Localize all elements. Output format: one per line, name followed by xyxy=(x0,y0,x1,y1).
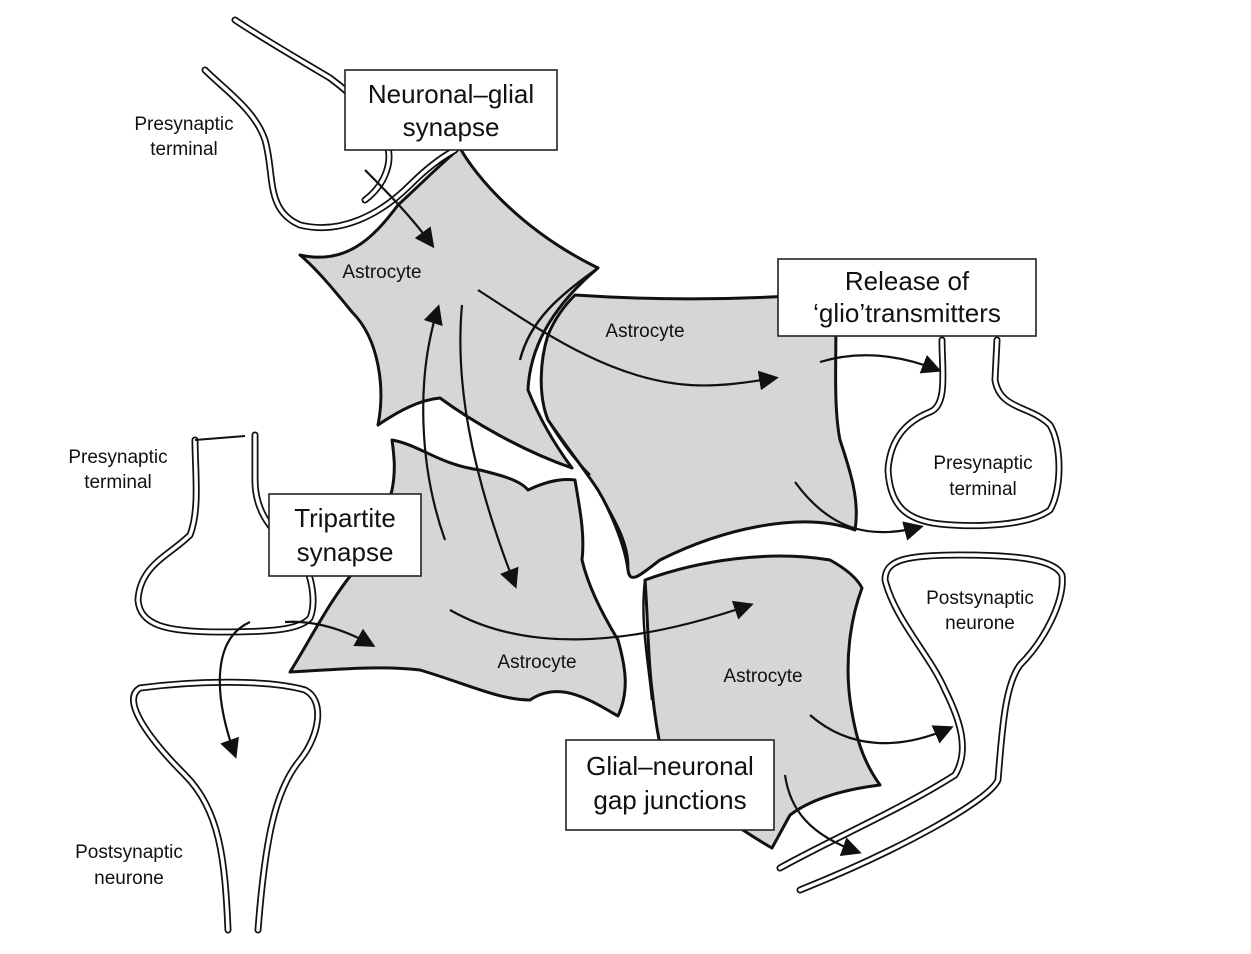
label-presynaptic-left-2: terminal xyxy=(84,472,152,493)
label-presynaptic-right-1: Presynaptic xyxy=(933,453,1032,474)
release-glio-box: Release of ‘glio’transmitters xyxy=(777,258,1037,337)
tripartite-synapse-box: Tripartite synapse xyxy=(268,493,422,577)
gap-membrane-3 xyxy=(596,489,630,571)
arrow-to-postsynaptic-right xyxy=(809,714,954,745)
label-postsynaptic-right-2: neurone xyxy=(945,613,1015,634)
label-astrocyte-top: Astrocyte xyxy=(342,262,421,283)
tripartite-line2: synapse xyxy=(297,537,394,567)
arrow-tripartite-down xyxy=(218,620,251,759)
gap-junctions-box: Glial–neuronal gap junctions xyxy=(565,739,775,831)
label-postsynaptic-right-1: Postsynaptic xyxy=(926,588,1034,609)
gap-junctions-line1: Glial–neuronal xyxy=(586,751,754,781)
arrow-to-top-astrocyte xyxy=(364,169,435,249)
neuronal-glial-line2: synapse xyxy=(403,112,500,142)
arrow-release-glio xyxy=(819,354,942,374)
label-astrocyte-right: Astrocyte xyxy=(605,321,684,342)
label-postsynaptic-left-2: neurone xyxy=(94,868,164,889)
arrow-top-to-center xyxy=(459,304,519,589)
label-presynaptic-left-1: Presynaptic xyxy=(68,447,167,468)
neuronal-glial-synapse-box: Neuronal–glial synapse xyxy=(344,69,558,151)
gap-membrane-1 xyxy=(518,267,599,361)
label-presynaptic-top-2: terminal xyxy=(150,139,218,160)
arrow-to-presynaptic-right xyxy=(794,481,924,541)
postsynaptic-neurone-left xyxy=(130,678,322,934)
label-astrocyte-bottom-right: Astrocyte xyxy=(723,666,802,687)
gap-membrane-2 xyxy=(546,419,591,476)
label-presynaptic-top-1: Presynaptic xyxy=(134,114,233,135)
arrow-top-to-right xyxy=(477,289,779,391)
arrow-astrocyte-up xyxy=(422,304,447,541)
neuronal-glial-line1: Neuronal–glial xyxy=(368,79,534,109)
arrow-tripartite xyxy=(284,620,376,647)
tripartite-line1: Tripartite xyxy=(294,503,396,533)
astrocyte-top-cell xyxy=(298,146,600,470)
astrocyte-right-cell xyxy=(539,293,858,579)
label-astrocyte-center: Astrocyte xyxy=(497,652,576,673)
gap-junctions-line2: gap junctions xyxy=(593,785,746,815)
astrocyte-center-cell xyxy=(288,438,627,718)
label-postsynaptic-left-1: Postsynaptic xyxy=(75,842,183,863)
arrow-gap-junction xyxy=(783,774,862,857)
presynaptic-terminal-right xyxy=(884,336,1063,530)
gap-membrane-4 xyxy=(642,579,654,701)
postsynaptic-neurone-right xyxy=(776,551,1066,894)
label-presynaptic-right-2: terminal xyxy=(949,479,1017,500)
release-line1: Release of xyxy=(845,266,970,296)
arrow-center-to-bottom-right xyxy=(449,600,754,641)
release-line2: ‘glio’transmitters xyxy=(813,298,1001,328)
